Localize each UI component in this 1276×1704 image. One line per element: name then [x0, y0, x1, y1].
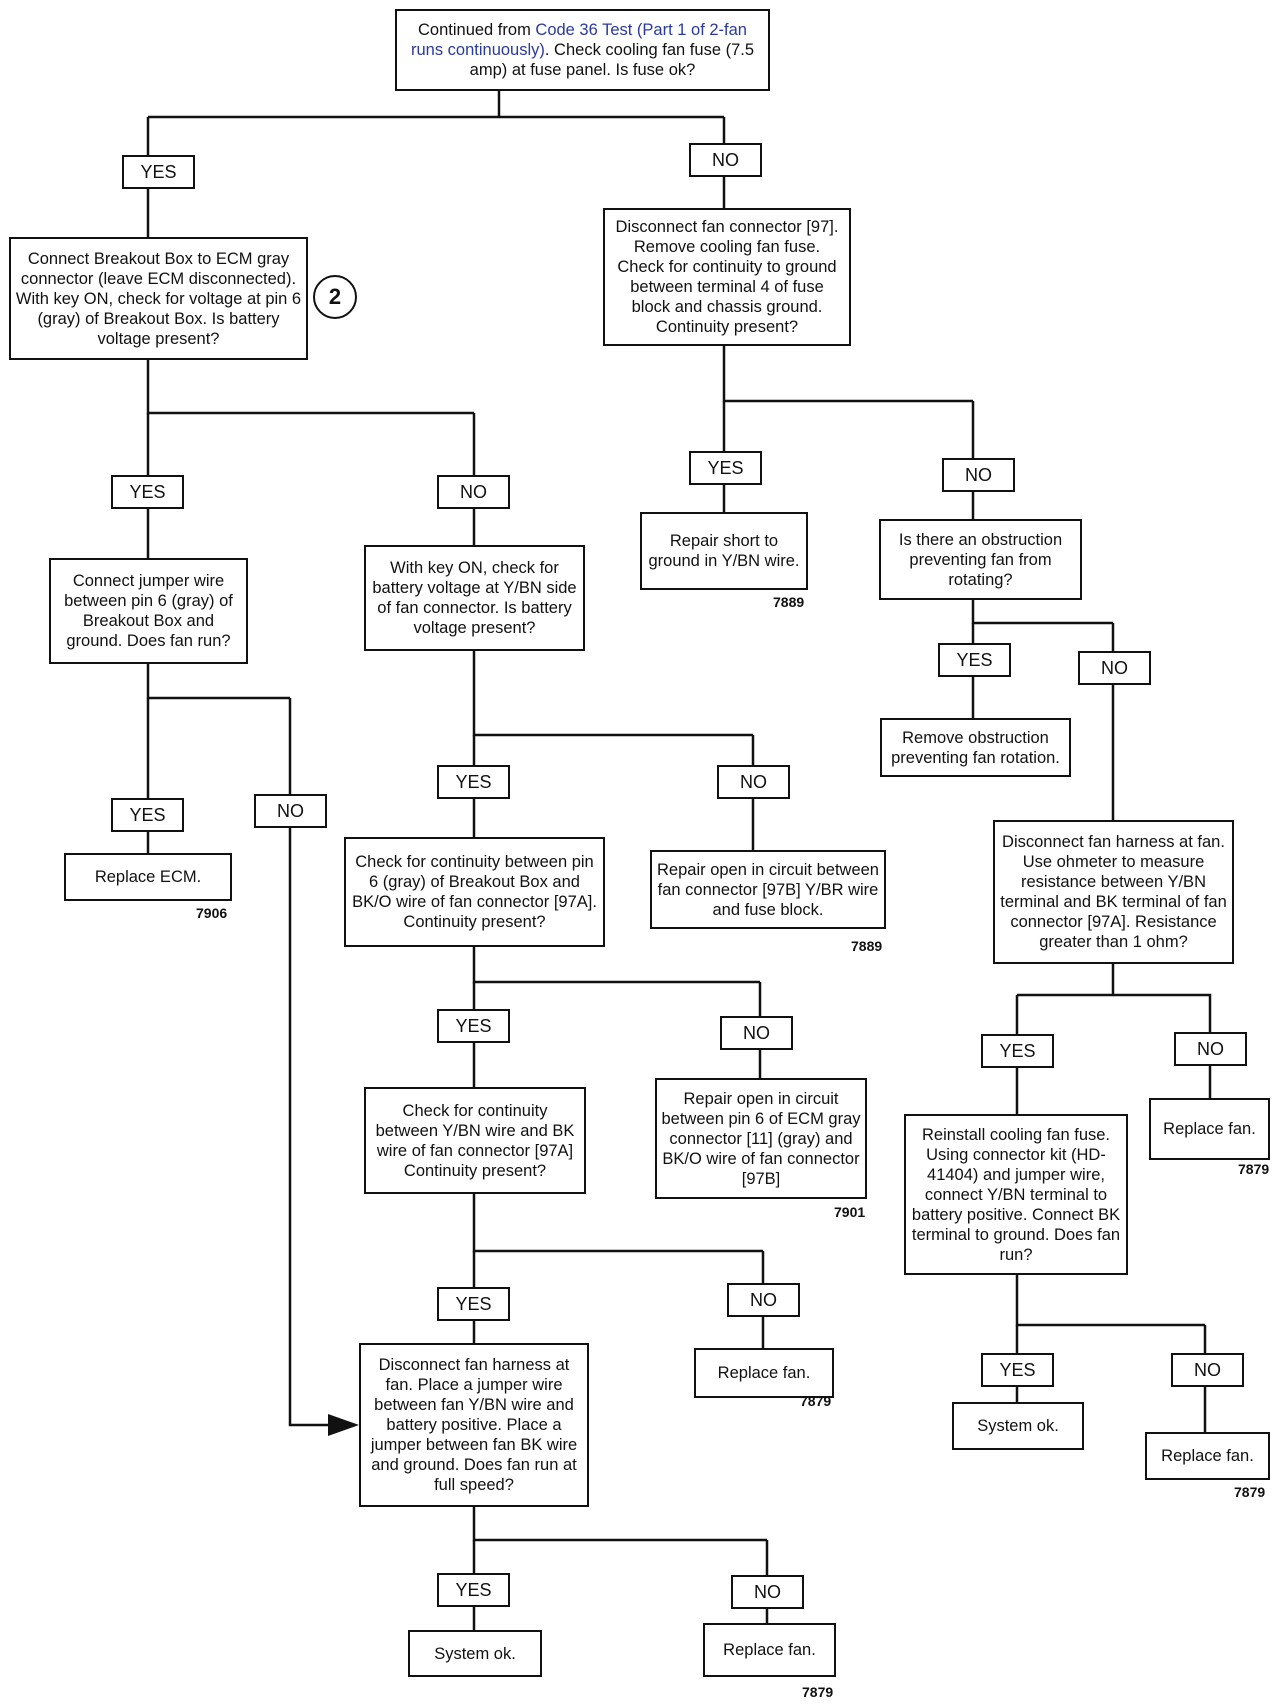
label-yes: YES [111, 798, 184, 832]
label-yes: YES [981, 1353, 1054, 1387]
step-reinstall-fuse: Reinstall cooling fan fuse. Using connec… [904, 1114, 1128, 1275]
step-replace-fan-3: Replace fan. [1145, 1432, 1270, 1480]
label-no: NO [254, 794, 327, 828]
ref-number: 7879 [802, 1684, 834, 1700]
start-box: Continued from Code 36 Test (Part 1 of 2… [395, 9, 770, 91]
label-yes: YES [981, 1034, 1054, 1068]
label-no: NO [1171, 1353, 1244, 1387]
step-full-speed: Disconnect fan harness at fan. Place a j… [359, 1343, 589, 1507]
ref-number: 7879 [800, 1393, 832, 1409]
arrowhead-icon [328, 1414, 359, 1436]
step-disconnect-97: Disconnect fan connector [97]. Remove co… [603, 208, 851, 346]
step-key-on-ybn: With key ON, check for battery voltage a… [364, 545, 585, 651]
ref-number: 7901 [834, 1204, 866, 1220]
start-suffix: . Check cooling fan fuse (7.5 amp) at fu… [469, 41, 755, 79]
ref-number: 7879 [1238, 1161, 1270, 1177]
label-yes: YES [437, 1009, 510, 1043]
label-yes: YES [437, 1287, 510, 1321]
step-replace-ecm: Replace ECM. [64, 853, 232, 901]
step-replace-fan-4: Replace fan. [703, 1623, 836, 1677]
step-replace-fan-1: Replace fan. [1149, 1098, 1270, 1160]
label-no: NO [942, 458, 1015, 492]
code-36-link[interactable]: Code 36 Test (Part 1 of 2-fan runs conti… [410, 21, 747, 59]
step-repair-open-pin6: Repair open in circuit between pin 6 of … [655, 1078, 867, 1199]
step-system-ok-2: System ok. [408, 1630, 542, 1677]
label-no: NO [727, 1283, 800, 1317]
step-repair-open-97b: Repair open in circuit between fan conne… [650, 850, 886, 929]
step-ohmmeter: Disconnect fan harness at fan. Use ohmet… [993, 820, 1234, 964]
start-prefix: Continued from [418, 21, 536, 39]
step-system-ok-1: System ok. [952, 1402, 1084, 1450]
step-remove-obstruction: Remove obstruction preventing fan rotati… [880, 718, 1071, 777]
step-repair-short: Repair short to ground in Y/BN wire. [640, 512, 808, 590]
step-continuity-pin6: Check for continuity between pin 6 (gray… [344, 837, 605, 947]
label-no: NO [720, 1016, 793, 1050]
label-yes: YES [437, 765, 510, 799]
label-yes: YES [437, 1573, 510, 1607]
ref-number: 7889 [773, 594, 805, 610]
ref-number: 7879 [1234, 1484, 1266, 1500]
label-yes: YES [111, 475, 184, 509]
label-yes: YES [689, 451, 762, 485]
label-no: NO [731, 1575, 804, 1609]
label-yes: YES [938, 643, 1011, 677]
label-no: NO [1078, 651, 1151, 685]
step-continuity-ybn-bk: Check for continuity between Y/BN wire a… [364, 1087, 586, 1194]
ref-number: 7906 [196, 905, 228, 921]
label-no: NO [717, 765, 790, 799]
step-obstruction: Is there an obstruction preventing fan f… [879, 519, 1082, 600]
step-jumper-pin6: Connect jumper wire between pin 6 (gray)… [49, 558, 248, 664]
step-breakout-box: Connect Breakout Box to ECM gray connect… [9, 237, 308, 360]
label-no: NO [437, 475, 510, 509]
ref-number: 7889 [851, 938, 883, 954]
label-no: NO [689, 143, 762, 177]
label-no: NO [1174, 1032, 1247, 1066]
step-marker: 2 [313, 275, 357, 319]
label-yes: YES [122, 155, 195, 189]
step-replace-fan-2: Replace fan. [694, 1348, 834, 1398]
